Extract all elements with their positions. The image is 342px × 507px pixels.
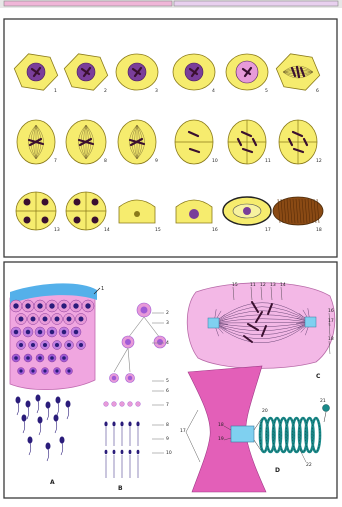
sperm-head: [66, 401, 70, 407]
cell-number-label: 16: [212, 227, 218, 233]
label-c-16: 16: [328, 308, 334, 314]
figure-letter-c: C: [316, 373, 321, 380]
figure-letter-a: A: [50, 479, 55, 486]
label-d-21: 21: [320, 398, 326, 404]
cell-number-label: 15: [155, 227, 161, 233]
cell-number-label: 13: [54, 227, 60, 233]
label-a-1: 1: [101, 286, 104, 292]
cell-number-label: 4: [212, 88, 215, 94]
label-b-10: 10: [166, 450, 172, 456]
sperm-head: [60, 437, 64, 443]
label-d-18: 18: [218, 422, 224, 428]
sperm-head: [28, 437, 32, 443]
label-b-4: 4: [166, 340, 169, 346]
sperm-head: [56, 397, 60, 403]
cell-number-label: 17: [265, 227, 271, 233]
label-c-18: 18: [328, 336, 334, 342]
label-b-5: 5: [166, 378, 169, 384]
cell-number-label: 10: [212, 158, 218, 164]
label-b-2: 2: [166, 310, 169, 316]
cell-number-label: 9: [155, 158, 158, 164]
cell-number-label: 7: [54, 158, 57, 164]
label-c-12: 12: [260, 282, 266, 288]
cell-number-label: 3: [155, 88, 158, 94]
cell-number-label: 14: [104, 227, 110, 233]
figure-letter-b: B: [118, 485, 123, 492]
label-c-17: 17: [328, 318, 334, 324]
cell-number-label: 12: [316, 158, 322, 164]
top-strip: [0, 0, 342, 8]
sperm-head: [38, 417, 42, 423]
cell-number-label: 5: [265, 88, 268, 94]
label-b-3: 3: [166, 320, 169, 326]
label-d-17: 17: [180, 428, 186, 434]
sperm-head: [16, 397, 20, 403]
label-d-19: 19: [218, 436, 224, 442]
label-c-15: 15: [232, 282, 238, 288]
sperm-head: [46, 402, 50, 408]
centrosome-left: [208, 318, 219, 328]
cell-number-label: 11: [265, 158, 271, 164]
figure-letter-d: D: [275, 467, 280, 474]
sperm-head: [22, 415, 26, 421]
label-b-8: 8: [166, 422, 169, 428]
sperm-head: [54, 415, 58, 421]
cell-number-label: 6: [316, 88, 319, 94]
label-d-20: 20: [262, 408, 268, 414]
sperm-head: [46, 443, 50, 449]
sperm-head: [26, 401, 30, 407]
label-b-7: 7: [166, 402, 169, 408]
cell-number-label: 2: [104, 88, 107, 94]
cell-number-label: 18: [316, 227, 322, 233]
centromere-box: [231, 426, 254, 442]
label-b-6: 6: [166, 388, 169, 394]
label-d-22: 22: [306, 462, 312, 468]
cell-number-label: 1: [54, 88, 57, 94]
centrosome-right: [305, 317, 316, 327]
label-c-11: 11: [250, 282, 256, 288]
cell-number-label: 8: [104, 158, 107, 164]
sperm-head: [36, 395, 40, 401]
label-c-13: 13: [270, 282, 276, 288]
label-c-14: 14: [280, 282, 286, 288]
nucleosome-small: [323, 405, 330, 412]
label-b-9: 9: [166, 436, 169, 442]
